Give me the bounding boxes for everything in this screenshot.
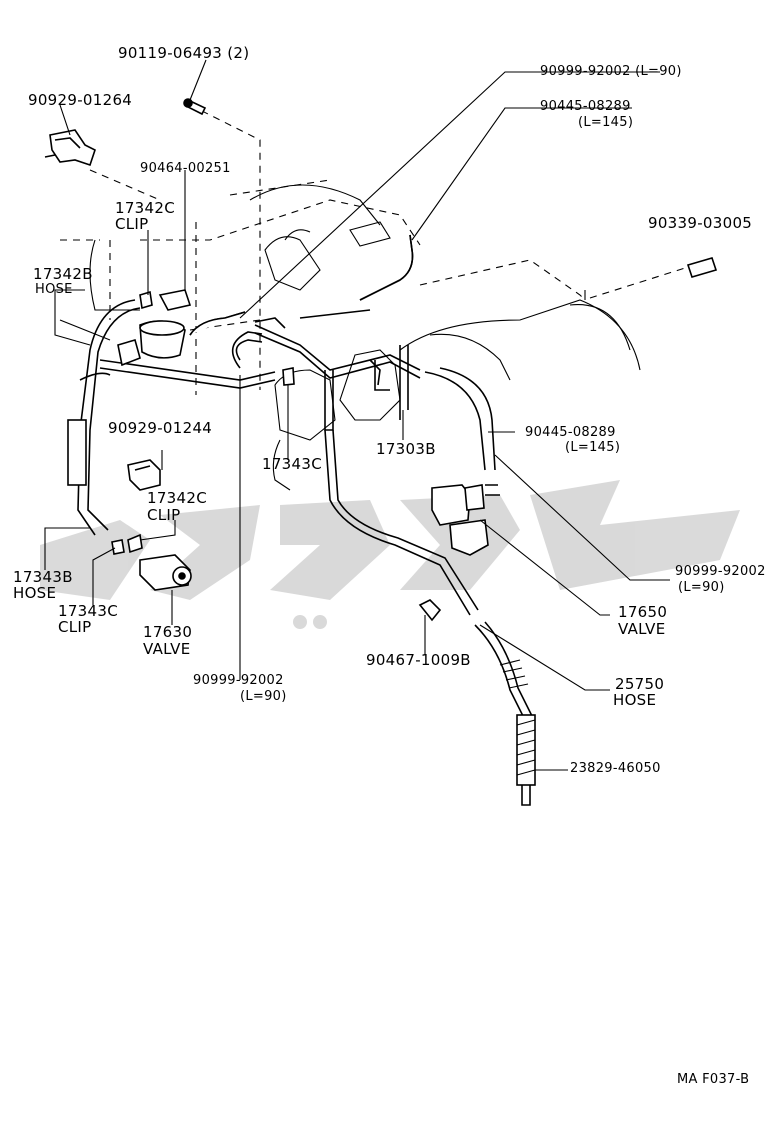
label-17342c-mid: 17342C: [147, 489, 207, 507]
label-90999-92002-low: 90999-92002: [193, 673, 284, 688]
label-17342b: 17342B: [33, 265, 93, 283]
diagram-lines: [44, 98, 718, 806]
label-17342c-mid-clip: CLIP: [147, 506, 181, 524]
label-90929-01264: 90929-01264: [28, 91, 133, 109]
label-90445-mid-length: (L=145): [565, 440, 621, 455]
label-17343c-low: 17343C: [58, 602, 118, 620]
label-17343b: 17343B: [13, 568, 73, 586]
label-25750: 25750: [615, 675, 665, 693]
label-17303b: 17303B: [376, 440, 436, 458]
label-17343c-mid: 17343C: [262, 455, 322, 473]
label-17630-valve: VALVE: [143, 640, 191, 658]
label-17650: 17650: [618, 603, 668, 621]
label-90467-1009b: 90467-1009B: [366, 651, 471, 669]
label-17630: 17630: [143, 623, 193, 641]
label-23829-46050: 23829-46050: [570, 761, 661, 776]
label-17342b-hose: HOSE: [35, 282, 73, 297]
label-90445-08289-mid: 90445-08289: [525, 425, 616, 440]
label-17343c-low-clip: CLIP: [58, 618, 92, 636]
diagram-code: MA F037-B: [677, 1072, 750, 1087]
label-90929-01244: 90929-01244: [108, 419, 213, 437]
label-90445-top-length: (L=145): [578, 115, 634, 130]
label-17342c-top: 17342C: [115, 199, 175, 217]
label-90999-92002-top: 90999-92002 (L=90): [540, 64, 682, 79]
label-25750-hose: HOSE: [613, 691, 657, 709]
label-90445-08289-top: 90445-08289: [540, 99, 631, 114]
label-17343b-hose: HOSE: [13, 584, 57, 602]
leader-lines: [44, 59, 670, 771]
label-90999-92002-right: 90999-92002: [675, 564, 766, 579]
label-17650-valve: VALVE: [618, 620, 666, 638]
label-90119-06493: 90119-06493 (2): [118, 44, 250, 62]
label-90464-00251: 90464-00251: [140, 161, 231, 176]
label-90999-right-length: (L=90): [678, 580, 725, 595]
label-90999-low-length: (L=90): [240, 689, 287, 704]
label-90339-03005: 90339-03005: [648, 214, 753, 232]
label-17342c-top-clip: CLIP: [115, 215, 149, 233]
